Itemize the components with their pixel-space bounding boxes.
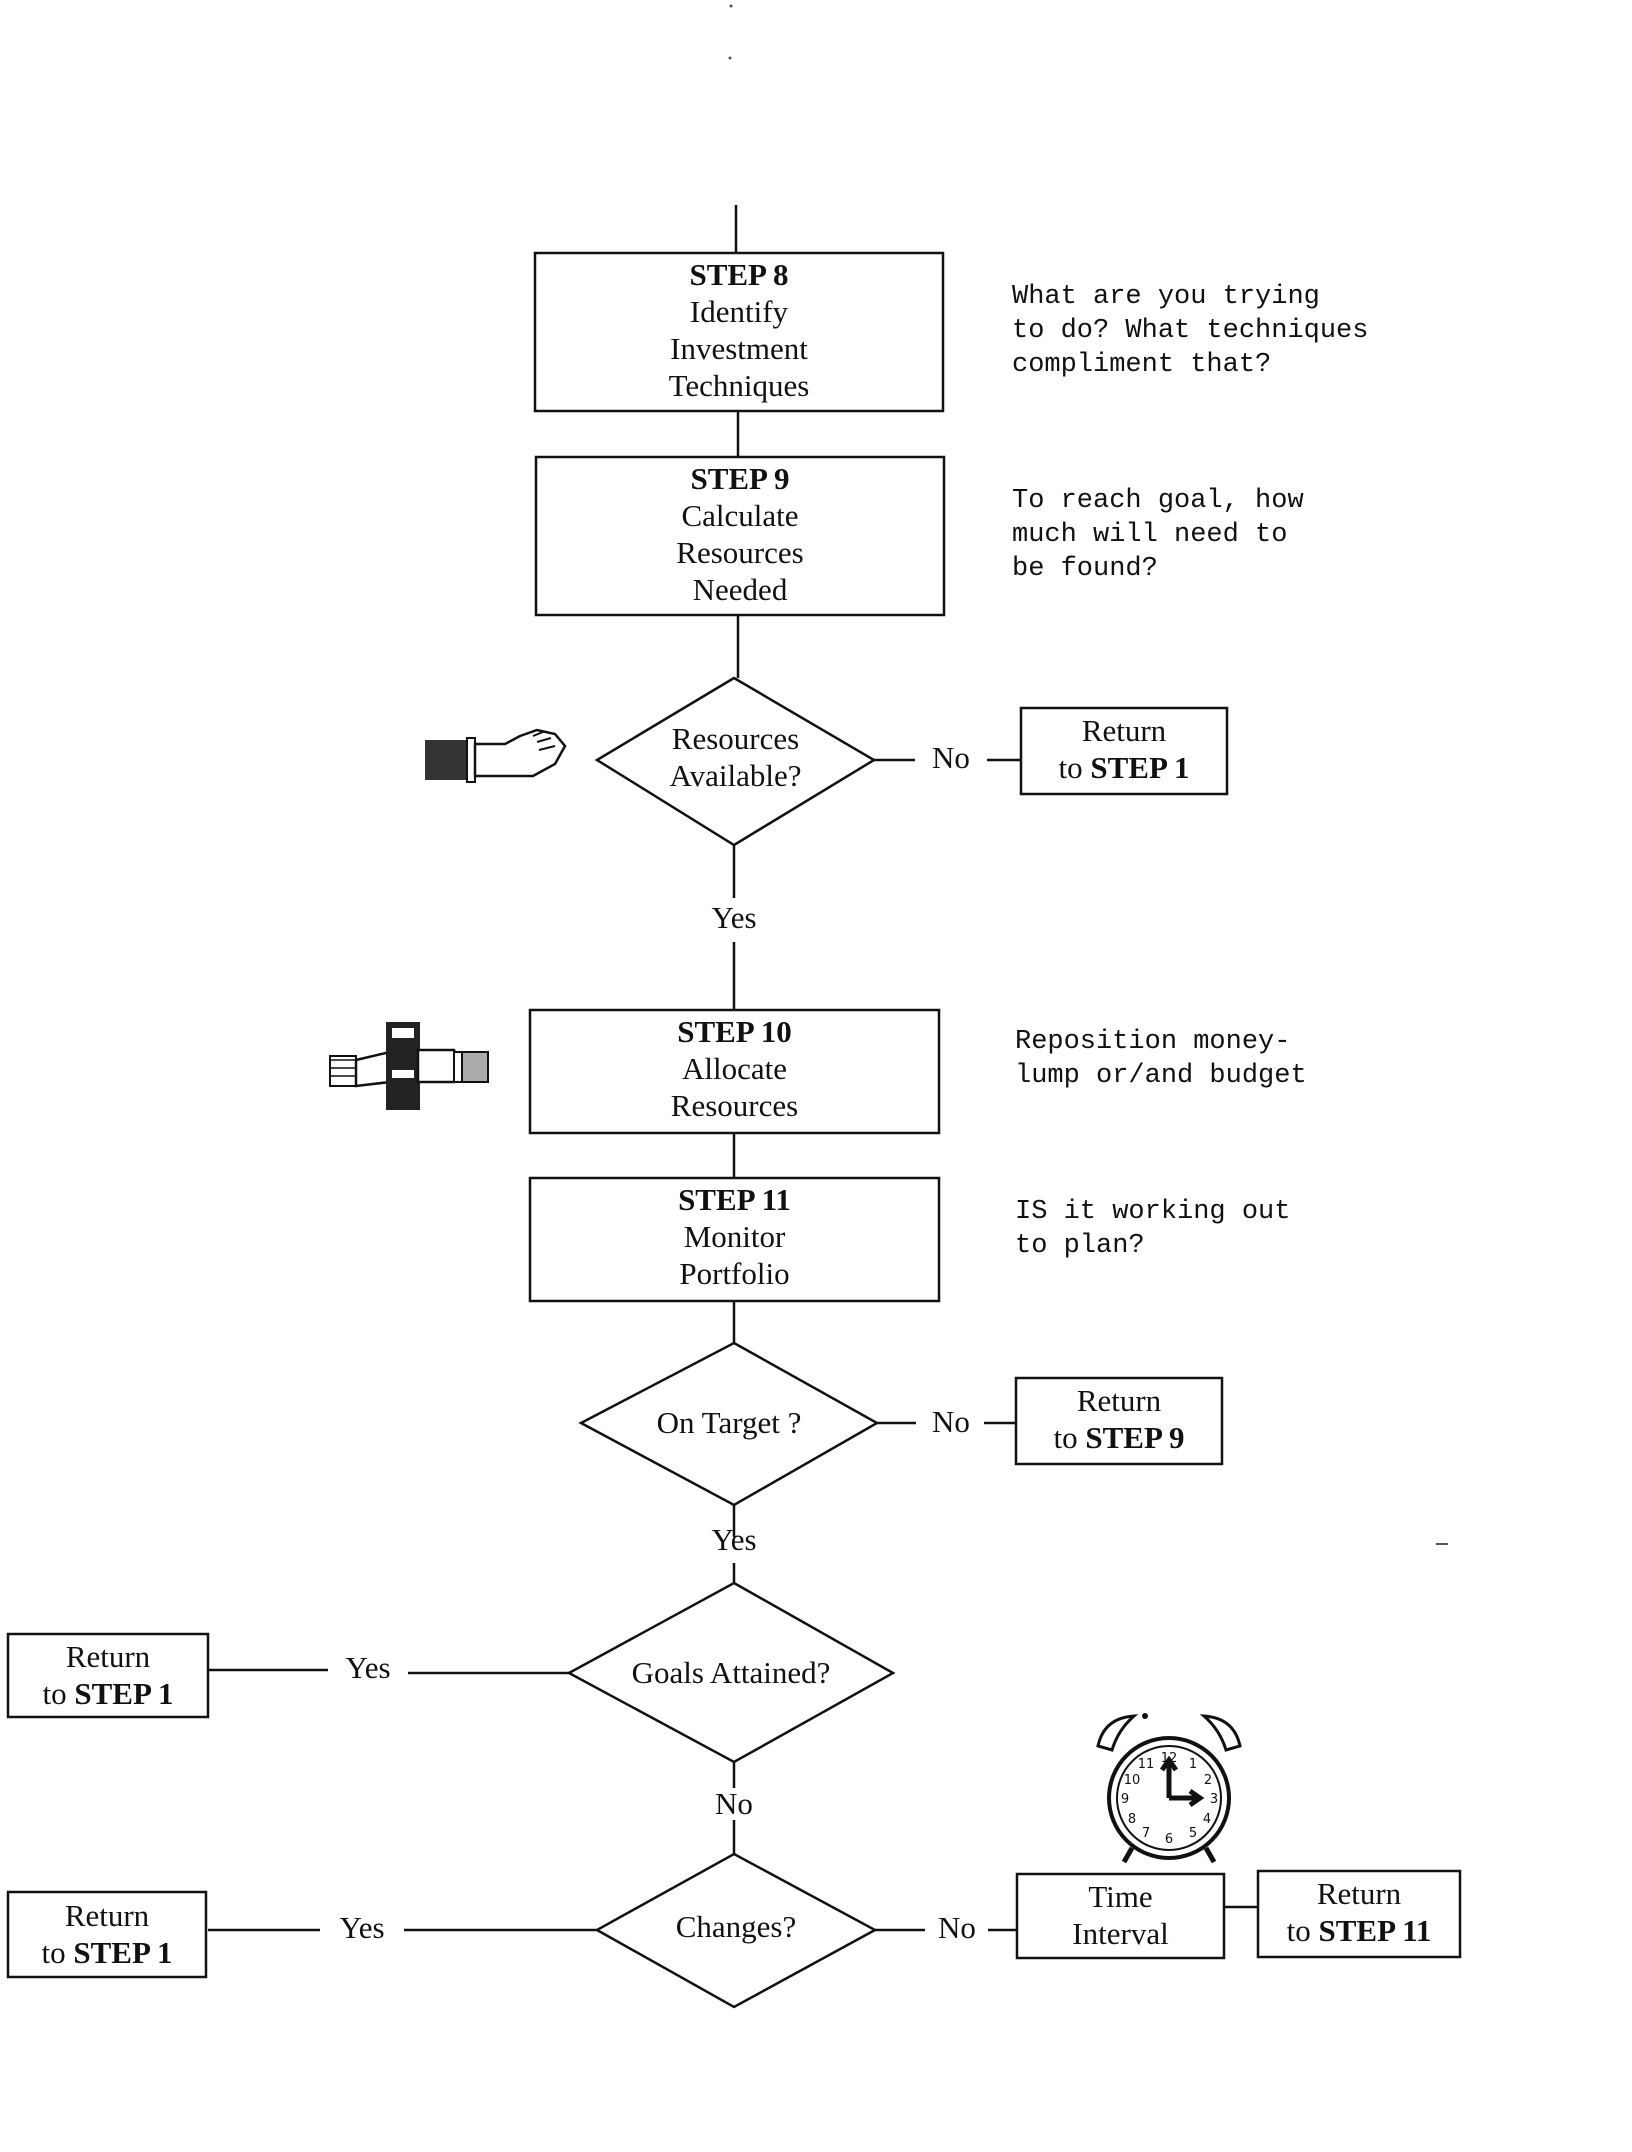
step9-title: STEP 9 [690, 461, 790, 496]
note-line: What are you trying [1012, 282, 1320, 312]
step11-line: Portfolio [679, 1256, 790, 1291]
to-word: to [1286, 1913, 1311, 1948]
return-target: STEP 9 [1085, 1420, 1185, 1455]
step10-title: STEP 10 [677, 1014, 792, 1049]
to-word: to [41, 1935, 66, 1970]
yes-label: Yes [711, 1522, 757, 1557]
no-label: No [932, 740, 970, 775]
no-label: No [938, 1910, 976, 1945]
return-step1-box-a [1019, 706, 1229, 796]
step11-line: Monitor [683, 1219, 786, 1254]
to-word: to [1053, 1420, 1078, 1455]
step8-note: What are you trying to do? What techniqu… [1012, 280, 1368, 382]
return-word: Return [1316, 1876, 1402, 1911]
return-target: STEP 1 [74, 1676, 174, 1711]
return-step1-box-b [6, 1632, 210, 1719]
svg-text:4: 4 [1203, 1812, 1211, 1827]
return-step11-box [1256, 1869, 1462, 1959]
step9-box [534, 455, 946, 617]
step8-title: STEP 8 [689, 257, 789, 292]
step10-line: Resources [670, 1088, 799, 1123]
return-step11-text: Return to STEP 11 [1258, 1875, 1460, 1949]
note-line: to do? What techniques [1012, 316, 1369, 346]
step8-line: Identify [689, 294, 789, 329]
return-step9-text: Return to STEP 9 [1016, 1382, 1222, 1456]
return-step1-box-c [6, 1890, 208, 1979]
step9-line: Calculate [681, 498, 799, 533]
step9-note: To reach goal, how much will need to be … [1012, 484, 1304, 586]
svg-text:8: 8 [1128, 1812, 1136, 1827]
return-step1-text: Return to STEP 1 [8, 1897, 206, 1971]
note-line: to plan? [1015, 1231, 1145, 1261]
no-label: No [932, 1404, 970, 1439]
note-line: compliment that? [1012, 350, 1272, 380]
time-interval-line: Interval [1072, 1916, 1169, 1951]
target-decision-text: On Target ? [656, 1405, 802, 1440]
step9-text: STEP 9 Calculate Resources Needed [536, 460, 944, 608]
money-exchange-icon [329, 1022, 489, 1110]
return-target: STEP 1 [73, 1935, 173, 1970]
return-target: STEP 11 [1318, 1913, 1432, 1948]
step8-text: STEP 8 Identify Investment Techniques [535, 256, 943, 404]
return-word: Return [65, 1639, 151, 1674]
note-line: Reposition money- [1015, 1027, 1291, 1057]
svg-text:3: 3 [1210, 1792, 1218, 1807]
yes-label: Yes [339, 1910, 385, 1945]
step8-line: Techniques [668, 368, 810, 403]
step8-line: Investment [670, 331, 808, 366]
step10-line: Allocate [681, 1051, 787, 1086]
return-word: Return [1076, 1383, 1162, 1418]
svg-text:10: 10 [1124, 1773, 1141, 1788]
time-interval-line: Time [1088, 1879, 1153, 1914]
return-step9-box [1014, 1376, 1224, 1466]
step11-title: STEP 11 [678, 1182, 791, 1217]
svg-text:1: 1 [1189, 1757, 1197, 1772]
changes-diamond [594, 1852, 878, 2009]
yes-label: Yes [711, 900, 757, 935]
return-word: Return [1081, 713, 1167, 748]
svg-text:2: 2 [1204, 1773, 1212, 1788]
step10-text: STEP 10 Allocate Resources [530, 1013, 939, 1124]
svg-text:7: 7 [1142, 1826, 1150, 1841]
svg-text:5: 5 [1189, 1826, 1197, 1841]
step11-text: STEP 11 Monitor Portfolio [530, 1181, 939, 1292]
svg-text:6: 6 [1165, 1832, 1173, 1847]
resources-decision-text: Resources Available? [597, 720, 874, 794]
return-step1-text: Return to STEP 1 [1021, 712, 1227, 786]
step9-line: Needed [692, 572, 788, 607]
no-label: No [715, 1786, 753, 1821]
note-line: To reach goal, how [1012, 486, 1304, 516]
goals-decision-text: Goals Attained? [631, 1655, 831, 1690]
yes-label: Yes [345, 1650, 391, 1685]
decision-line: Resources [671, 721, 800, 756]
to-word: to [1058, 750, 1083, 785]
step9-line: Resources [676, 535, 804, 570]
changes-decision-text: Changes? [675, 1909, 797, 1944]
decision-line: Available? [669, 758, 802, 793]
note-line: IS it working out [1015, 1197, 1291, 1227]
svg-text:9: 9 [1121, 1792, 1129, 1807]
note-line: lump or/and budget [1015, 1061, 1307, 1091]
note-line: much will need to [1012, 520, 1288, 550]
return-step1-text: Return to STEP 1 [8, 1638, 208, 1712]
return-target: STEP 1 [1090, 750, 1190, 785]
return-word: Return [64, 1898, 150, 1933]
note-line: be found? [1012, 554, 1158, 584]
time-interval-box [1015, 1872, 1226, 1960]
to-word: to [42, 1676, 67, 1711]
svg-text:11: 11 [1138, 1757, 1155, 1772]
time-interval-text: Time Interval [1017, 1878, 1224, 1952]
pointing-hand-icon [425, 728, 567, 783]
step11-note: IS it working out to plan? [1015, 1195, 1290, 1263]
step10-note: Reposition money- lump or/and budget [1015, 1025, 1307, 1093]
